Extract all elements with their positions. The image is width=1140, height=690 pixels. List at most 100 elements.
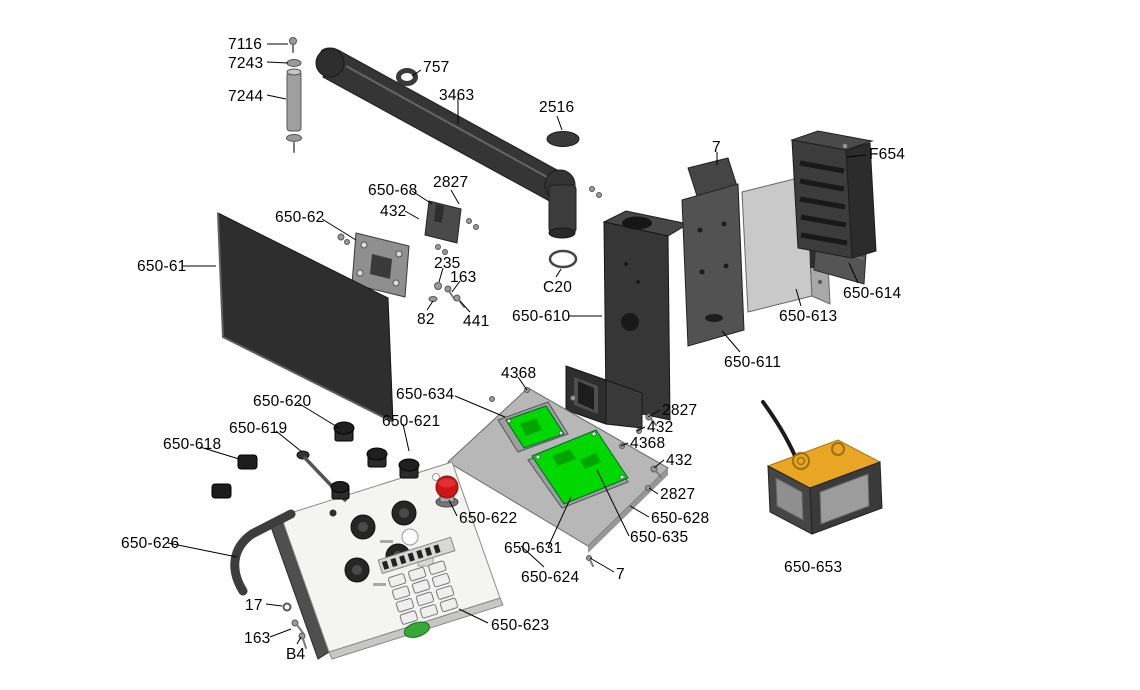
f654-slot-4 <box>800 214 847 228</box>
part-label-650-653: 650-653 <box>784 559 843 576</box>
screw-4368-a <box>489 396 495 402</box>
monitor-arm-3463 <box>315 47 577 239</box>
part-label-7244: 7244 <box>228 88 264 105</box>
leader-650-62 <box>321 218 357 241</box>
nut-235 <box>434 282 442 290</box>
keypad-key <box>428 560 447 575</box>
part-label-432-b: 432 <box>647 419 674 436</box>
leader-650-634 <box>454 395 506 418</box>
part-label-17: 17 <box>245 597 263 614</box>
part-label-c20: C20 <box>543 279 573 296</box>
plate-650-611 <box>681 157 745 347</box>
plate-hole-2 <box>395 250 403 258</box>
washer-below-spacer <box>286 134 302 142</box>
panel-hole-a <box>329 509 337 517</box>
knob-inner <box>352 565 362 575</box>
estop-cap-top <box>438 478 456 488</box>
part-label-3463: 3463 <box>439 87 475 104</box>
box-screw-b <box>818 280 822 284</box>
pedal-cable <box>761 400 798 460</box>
part-label-2827-a: 2827 <box>433 174 469 191</box>
leader-650-618 <box>199 446 240 460</box>
pcb-standoff-a <box>506 418 512 424</box>
leader-432-c <box>653 459 665 469</box>
screw-2827-d <box>645 485 651 491</box>
pcb-chip-small <box>520 418 542 436</box>
pedal-logo-large <box>792 452 810 470</box>
part-label-441: 441 <box>463 313 490 330</box>
fastener-stack-7116-7243-7244 <box>286 37 302 153</box>
cap-650-618-b <box>211 483 232 499</box>
plate-hole-4 <box>392 279 400 287</box>
part-label-650-628: 650-628 <box>651 510 710 527</box>
part-label-650-619: 650-619 <box>229 420 288 437</box>
washer-17 <box>282 602 292 612</box>
column-foot-opening <box>578 381 594 410</box>
plate-hole-c <box>699 269 705 275</box>
strip-char-3 <box>399 555 407 565</box>
monitor-650-61 <box>217 212 394 423</box>
keypad-key <box>395 597 415 613</box>
column-small-hole-2 <box>636 280 640 284</box>
panel-knob-3 <box>344 557 370 583</box>
part-label-650-631: 650-631 <box>504 540 563 557</box>
leader-lines <box>167 43 867 645</box>
part-label-757: 757 <box>423 59 450 76</box>
screw-163-b-shaft <box>296 624 304 634</box>
screw-b4-shaft <box>302 638 307 649</box>
leader-82 <box>426 300 434 311</box>
ring-c20 <box>548 249 578 269</box>
screw-432-d-shaft <box>655 470 662 478</box>
f654-screw <box>842 143 848 149</box>
knob-650-621-a <box>366 447 388 468</box>
screw-2827-c-shaft <box>650 418 657 426</box>
panel-knob-1 <box>350 514 376 540</box>
leader-650-622 <box>448 499 458 517</box>
monitor-edge-highlight <box>217 212 394 423</box>
leader-650-620 <box>297 402 340 429</box>
arm-post <box>548 184 577 234</box>
leader-650-626 <box>167 542 238 558</box>
leader-650-631 <box>547 496 572 548</box>
ring-757 <box>396 68 418 86</box>
pedal-tread-left <box>775 477 804 521</box>
knob-650-619 <box>330 481 350 500</box>
plate-hole-a <box>697 227 703 233</box>
part-label-7-top: 7 <box>712 139 721 156</box>
panel-port <box>401 528 419 546</box>
keypad-key <box>391 585 411 600</box>
keypad-key <box>388 573 407 588</box>
part-label-650-620: 650-620 <box>253 393 312 410</box>
part-label-163-a: 163 <box>450 269 477 286</box>
pcb-standoff-c <box>535 454 541 460</box>
screw-432-b <box>442 249 448 255</box>
pcb-standoff-d <box>591 431 597 437</box>
plate-screw-b <box>344 239 350 245</box>
screw-7-bottom-shaft <box>589 559 594 567</box>
part-label-650-624: 650-624 <box>521 569 580 586</box>
leader-432-a <box>404 210 420 220</box>
screw-432-a <box>435 244 441 250</box>
leader-432-b <box>636 426 646 432</box>
leader-2827-b <box>647 409 661 418</box>
f654-slot-5 <box>800 232 848 246</box>
keypad-key <box>411 579 431 594</box>
washer-7243 <box>286 59 302 67</box>
leader-650-635 <box>596 469 630 537</box>
knob-650-621-b <box>398 458 420 479</box>
part-label-650-611: 650-611 <box>724 354 782 371</box>
screw-441-shaft <box>458 299 465 308</box>
arm-highlight <box>345 65 557 183</box>
keypad-key <box>439 597 459 613</box>
panel-knob-2 <box>391 500 417 526</box>
plate-hole-d <box>723 263 729 269</box>
keypad-key <box>415 591 435 607</box>
strip-char-6 <box>424 547 433 557</box>
leader-650-621 <box>402 423 410 452</box>
leader-650-613 <box>795 288 802 307</box>
disc-2516 <box>546 131 580 147</box>
part-label-2827-b: 2827 <box>662 402 698 419</box>
plate-hole-1 <box>360 241 368 249</box>
leader-4368-a <box>517 376 528 391</box>
pcb-standoff-e <box>619 474 625 480</box>
